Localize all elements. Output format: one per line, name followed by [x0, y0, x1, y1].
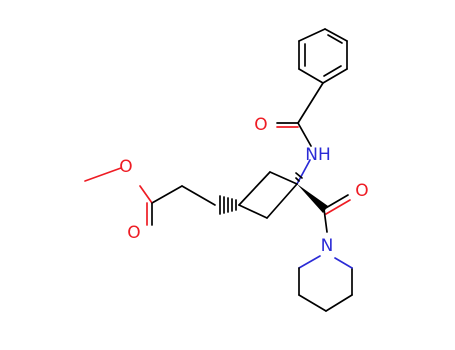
oxygen-ester-double-label: O [127, 223, 140, 243]
oxygen-lower-amide-label: O [355, 181, 368, 201]
piperidine-amide [323, 194, 351, 233]
nh-label: NH [305, 145, 331, 165]
propanoate-chain [84, 167, 216, 226]
nitrogen-piperidine-label: N [321, 236, 334, 256]
oxygen-ester-single-label: O [119, 157, 132, 177]
hash-bond-chain [219, 195, 237, 215]
benzene-ring [298, 28, 348, 84]
cyclobutane-ring [238, 171, 298, 219]
benzoyl-group [276, 82, 324, 147]
hash-bond-quaternary [295, 172, 303, 182]
oxygen-benzoyl-label: O [254, 115, 267, 135]
wedge-bond [297, 184, 328, 213]
piperidine-ring [298, 255, 353, 312]
